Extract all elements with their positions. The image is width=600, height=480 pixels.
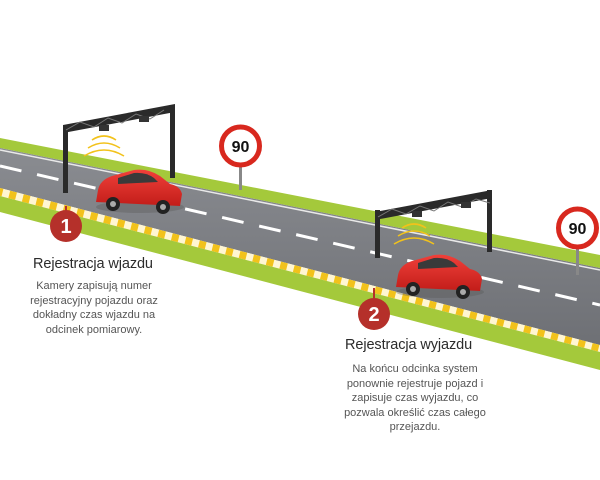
step-number: 2: [368, 304, 379, 326]
lane-divider: [0, 164, 600, 307]
speed-limit-sign-1: 90: [219, 124, 262, 190]
step-2-title: Rejestracja wyjazdu: [345, 337, 473, 353]
camera-signal-icon: [393, 223, 435, 245]
step-2-description: Na końcu odcinka system ponownie rejestr…: [344, 363, 486, 433]
speed-limit-value: 90: [232, 139, 250, 156]
camera-signal-icon: [83, 135, 125, 157]
road-edge-far: [0, 149, 600, 271]
grass-near: [0, 196, 600, 370]
car-exit: [396, 254, 484, 299]
camera-gantry-exit: [375, 190, 492, 258]
speed-limit-value: 90: [569, 221, 587, 238]
grass-far: [0, 138, 600, 268]
camera-gantry-entry: [63, 104, 175, 193]
curb-near: [0, 188, 600, 352]
speed-limit-sign-2: 90: [556, 206, 599, 275]
step-marker-2: 2: [358, 288, 390, 330]
car-entry: [96, 169, 184, 214]
step-marker-1: 1: [50, 206, 82, 242]
step-number: 1: [60, 216, 71, 238]
step-1-title: Rejestracja wjazdu: [33, 256, 153, 272]
step-1-description: Kamery zapisują numer rejestracyjny poja…: [30, 280, 158, 336]
